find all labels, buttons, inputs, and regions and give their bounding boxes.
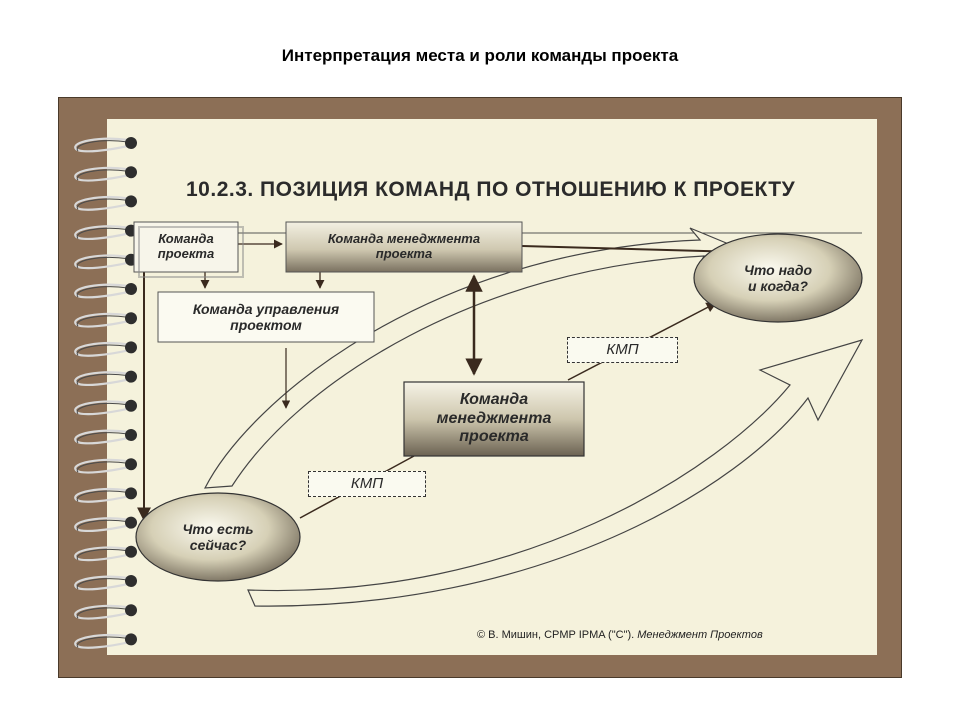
spiral-ring	[74, 634, 129, 649]
spiral-ring-shadow	[76, 549, 129, 561]
spiral-ring-shadow	[76, 373, 129, 385]
spiral-hole	[125, 370, 137, 383]
spiral-ring-shadow	[76, 578, 129, 590]
node-what-now: Что есть сейчас?	[182, 520, 254, 553]
spiral-ring	[74, 517, 129, 533]
spiral-ring-shadow	[76, 169, 129, 181]
node-control-team: Команда управления проектом	[192, 300, 340, 333]
spiral-hole	[125, 545, 137, 558]
spiral-hole	[125, 283, 137, 295]
footer-author: © В. Мишин, CPMP IPMA ("C").	[477, 629, 638, 641]
spiral-hole	[125, 312, 137, 325]
node-project-team: Команда проекта	[157, 231, 215, 261]
spiral-ring-shadow	[76, 315, 129, 327]
slide-title: Интерпретация места и роли команды проек…	[281, 46, 679, 65]
spiral-ring	[74, 575, 129, 591]
spiral-ring	[74, 312, 129, 328]
spiral-hole	[125, 166, 137, 179]
spiral-hole	[125, 487, 137, 500]
spiral-ring-shadow	[76, 344, 129, 356]
spiral-ring	[74, 604, 129, 620]
spiral-ring-shadow	[76, 286, 129, 298]
node-mgmt-team-center: Команда менеджмента проекта	[436, 391, 552, 446]
spiral-ring-shadow	[76, 198, 129, 210]
spiral-hole	[125, 341, 137, 354]
spiral-ring-shadow	[76, 140, 129, 152]
spiral-ring-shadow	[76, 607, 129, 619]
spiral-ring-shadow	[76, 403, 129, 415]
kmp-label-left: КМП	[308, 471, 426, 497]
spiral-ring-shadow	[76, 461, 129, 473]
spiral-ring	[74, 429, 129, 445]
spiral-ring	[74, 283, 129, 299]
spiral-ring	[74, 225, 129, 241]
diagram-title: 10.2.3. ПОЗИЦИЯ КОМАНД ПО ОТНОШЕНИЮ К ПР…	[186, 178, 796, 201]
spiral-ring	[74, 400, 129, 416]
spiral-hole	[125, 137, 137, 149]
spiral-hole	[125, 575, 137, 587]
kmp-label-right: КМП	[567, 337, 678, 363]
spiral-hole	[125, 604, 137, 617]
spiral-ring-shadow	[76, 636, 129, 648]
spiral-ring-shadow	[76, 519, 129, 531]
spiral-ring-shadow	[76, 227, 129, 239]
spiral-ring	[74, 458, 129, 474]
spiral-hole	[125, 195, 137, 208]
spiral-ring	[74, 166, 129, 182]
spiral-ring	[74, 254, 129, 270]
spiral-ring	[74, 196, 129, 211]
spiral-hole	[125, 399, 137, 412]
spiral-ring	[74, 371, 129, 387]
spiral-hole	[125, 633, 137, 646]
spiral-ring-shadow	[76, 257, 129, 269]
spiral-ring-shadow	[76, 432, 129, 444]
node-mgmt-team-top: Команда менеджмента проекта	[327, 231, 481, 261]
spiral-hole	[125, 516, 137, 529]
node-what-needed: Что надо и когда?	[743, 261, 813, 294]
spiral-ring	[74, 546, 129, 562]
spiral-hole	[125, 429, 137, 441]
footer-book-title: Менеджмент Проектов	[637, 629, 763, 641]
spiral-ring	[74, 488, 129, 503]
spiral-ring-shadow	[76, 490, 129, 502]
spiral-hole	[125, 458, 137, 471]
spiral-ring	[74, 137, 129, 153]
copyright-footer: © В. Мишин, CPMP IPMA ("C"). Менеджмент …	[477, 629, 763, 641]
spiral-ring	[74, 342, 129, 357]
